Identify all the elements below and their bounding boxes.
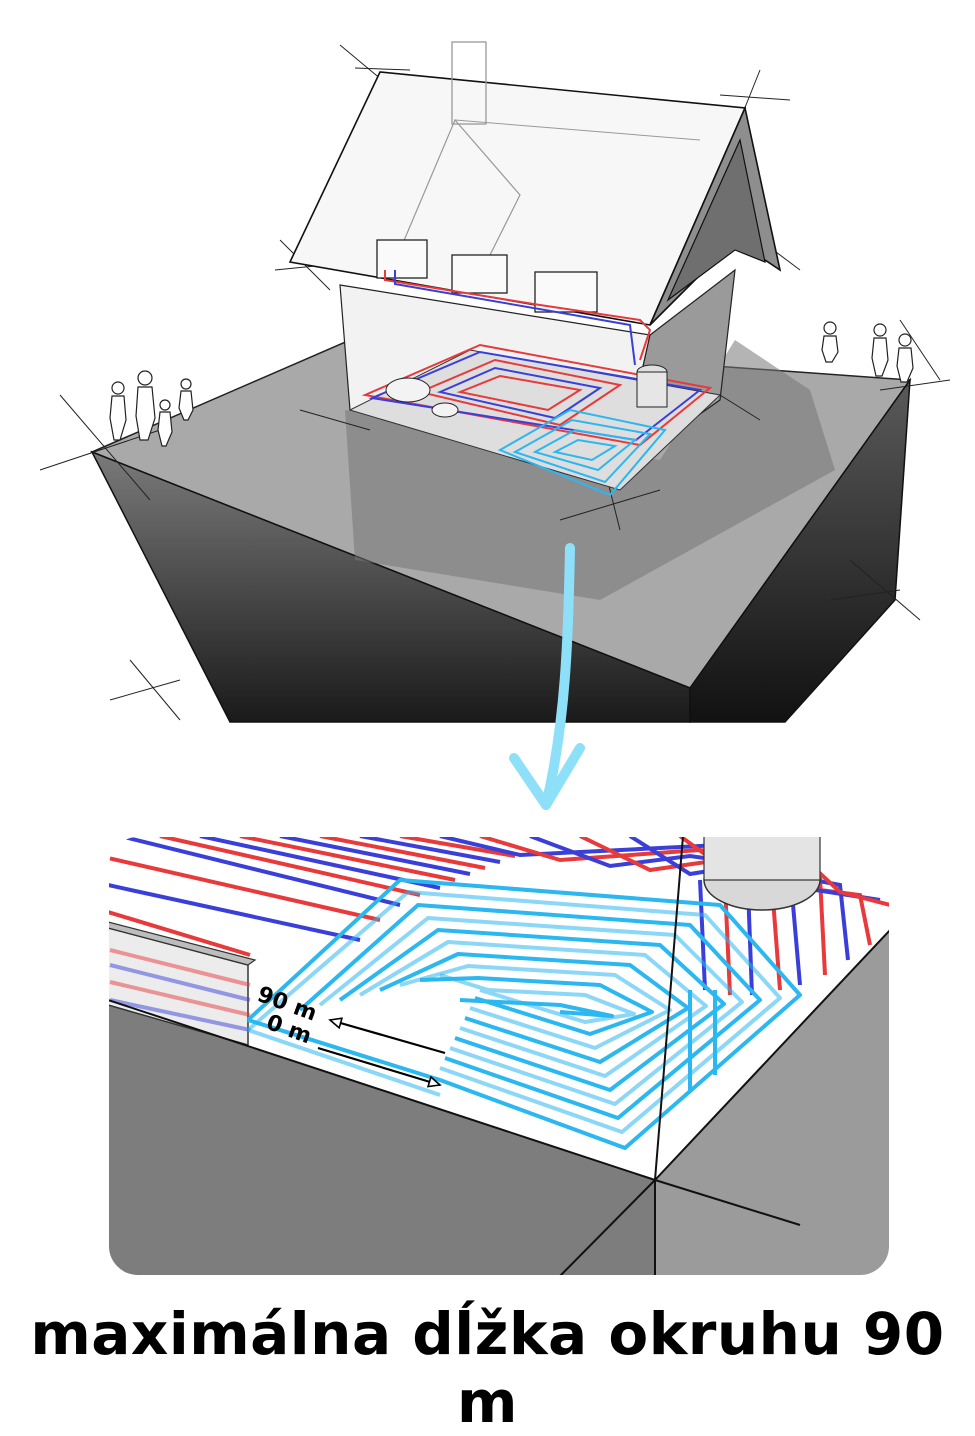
heating-circuit (246, 878, 802, 1150)
ground-side (689, 377, 911, 723)
radiator-pipes (384, 270, 652, 366)
detail-floor-plate (108, 836, 890, 1180)
caption: maximálna dĺžka okruhu 90 m (30, 1300, 945, 1436)
tub (385, 377, 431, 403)
floor-heating-diagram: 90 m 0 m (39, 41, 951, 1277)
end-arrow (330, 1020, 446, 1055)
people-left (109, 370, 194, 447)
zoom-arrow (509, 543, 585, 810)
start-arrow (317, 1046, 440, 1085)
roof-gable (666, 138, 766, 302)
chimney (451, 41, 487, 125)
detail-panel: 90 m 0 m (108, 836, 890, 1276)
people-right (821, 321, 914, 383)
dormer (399, 118, 521, 296)
house-floor-coils (361, 343, 713, 497)
house-illustration (39, 41, 951, 723)
washbasin (431, 402, 459, 418)
